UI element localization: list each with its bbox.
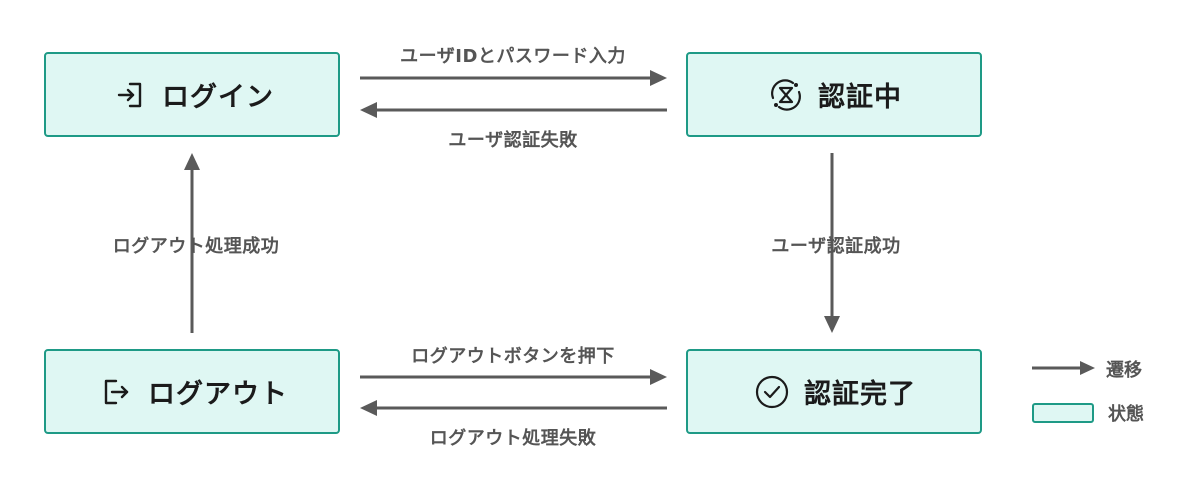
legend-transition: 遷移 (1106, 356, 1142, 382)
edge-label-auth-failed: ユーザ認証失敗 (448, 130, 578, 151)
state-label-logout: ログアウト (148, 379, 288, 410)
arrow-logout-success (184, 153, 200, 333)
logout-icon (96, 372, 136, 412)
state-label-authenticating: 認証中 (818, 82, 902, 113)
state-authenticating: 認証中 (686, 52, 982, 137)
edge-label-logout-success: ログアウト処理成功 (112, 236, 280, 257)
legend-label-state: 状態 (1108, 404, 1144, 425)
login-icon (110, 75, 150, 115)
edge-label-logout-pressed: ログアウトボタンを押下 (411, 346, 615, 367)
arrow-input-credentials (360, 70, 667, 86)
legend-state: 状態 (1032, 400, 1144, 426)
state-logout: ログアウト (44, 349, 340, 434)
arrow-logout-failed (360, 400, 667, 416)
edge-label-auth-success: ユーザ認証成功 (771, 236, 901, 257)
state-authenticated: 認証完了 (686, 349, 982, 434)
check-circle-icon (752, 372, 792, 412)
arrow-auth-success (824, 153, 840, 333)
state-label-login: ログイン (162, 82, 274, 113)
hourglass-sync-icon (766, 75, 806, 115)
legend-arrow-icon (1032, 361, 1095, 375)
edge-label-input-credentials: ユーザIDとパスワード入力 (400, 46, 626, 67)
state-login: ログイン (44, 52, 340, 137)
arrow-auth-failed (360, 102, 667, 118)
arrow-logout-pressed (360, 369, 667, 385)
edge-label-logout-failed: ログアウト処理失敗 (429, 428, 597, 449)
state-label-authenticated: 認証完了 (804, 379, 916, 410)
legend-label-transition: 遷移 (1106, 360, 1142, 381)
legend-state-swatch (1032, 403, 1094, 423)
